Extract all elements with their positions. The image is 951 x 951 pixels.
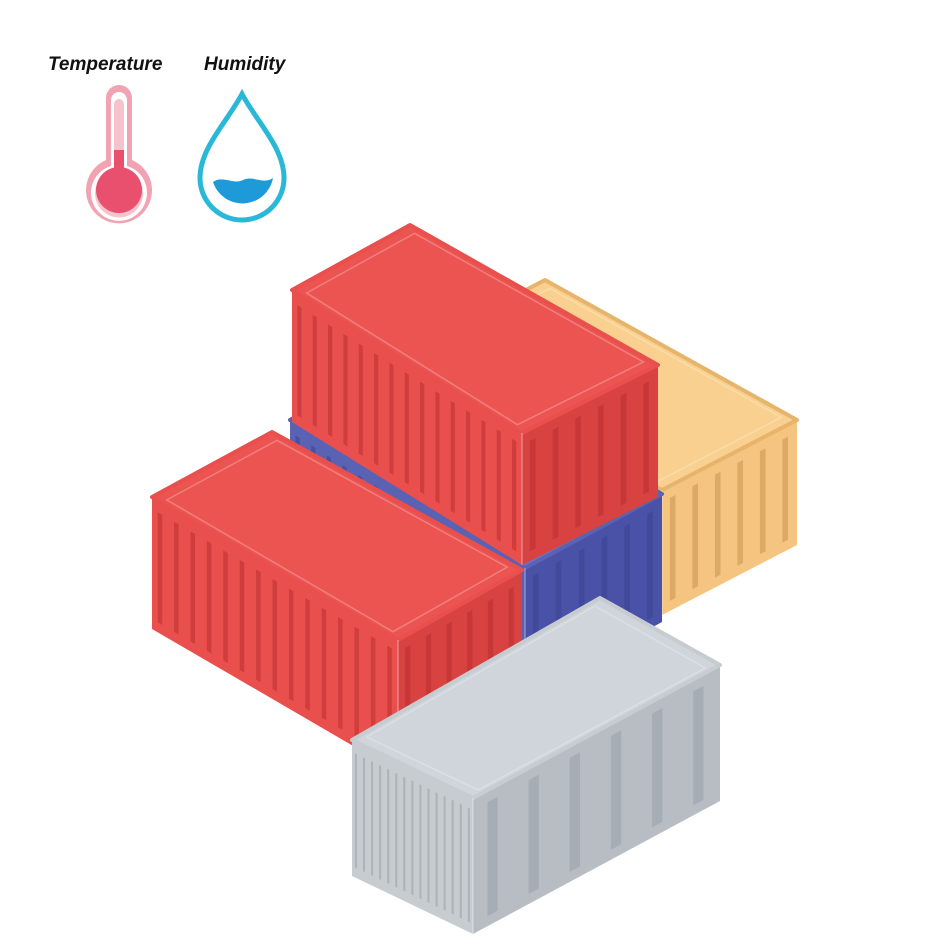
water-drop-icon [197,88,287,223]
container-rib [288,588,294,702]
container-rib [569,752,580,872]
container-rib [297,305,302,418]
container-rib [374,353,379,466]
container-roof-edge [365,605,707,791]
container-red-top [290,223,660,565]
container-rib [669,495,676,601]
container-rib [450,400,455,514]
container-rib [459,803,462,919]
container-rib [419,784,422,900]
container-rib [496,429,501,542]
temperature-label: Temperature [48,54,163,75]
container-roof-edge [305,232,646,426]
container-rib [529,438,536,551]
container-rib [451,799,454,915]
container-rib [387,768,390,884]
container-rib [321,607,327,721]
container-rib [395,772,398,888]
container-rib [597,404,604,517]
container-rib [343,333,348,447]
container-rib [466,410,471,523]
container-rib [512,438,517,552]
container-rib [239,560,245,673]
container-rib [427,788,430,904]
container-rib [305,598,310,711]
container-rib [256,569,261,683]
container-rib [272,579,277,692]
container-rib [481,419,486,533]
container-rib [157,512,163,625]
container-rib [714,471,721,578]
container-rib [487,796,498,917]
container-rib [435,391,440,504]
container-roof [350,596,722,800]
container-rib [190,531,195,644]
container-rib [643,381,649,495]
thermometer-icon [85,85,152,224]
container-rib [528,774,539,895]
container-rib [575,415,581,529]
container-rib [610,730,622,850]
container-roof [150,430,524,642]
container-rib [403,776,406,892]
container-rib [389,362,394,476]
container-rib [379,765,382,880]
container-rib [759,448,766,555]
container-rib [552,426,559,540]
container-rib [328,324,333,437]
container-rib [467,807,470,923]
container-rib [338,617,343,730]
container-rib [647,510,653,620]
container-rib [354,753,357,869]
humidity-label: Humidity [204,54,286,75]
container-rib [404,372,409,485]
container-rib [354,626,359,740]
container-rib [692,483,698,590]
container-rib [312,314,317,428]
container-rib [652,708,663,828]
container-rib [420,381,425,495]
container-rib [370,636,376,749]
container-rib [411,780,414,896]
container-rib [358,343,363,456]
container-rib [223,550,228,663]
container-rib [620,392,627,506]
container-rib [624,523,630,633]
container-rib [362,757,366,873]
container-rib [174,521,179,635]
container-rib [371,761,374,877]
container-rib [782,436,788,543]
container-gray [350,596,722,934]
container-rib [443,795,446,911]
container-rib [737,460,743,566]
container-rib [206,540,212,654]
container-roof-edge [165,439,509,633]
container-roof [290,223,660,435]
container-rib [693,685,704,806]
container-rib [435,792,438,908]
